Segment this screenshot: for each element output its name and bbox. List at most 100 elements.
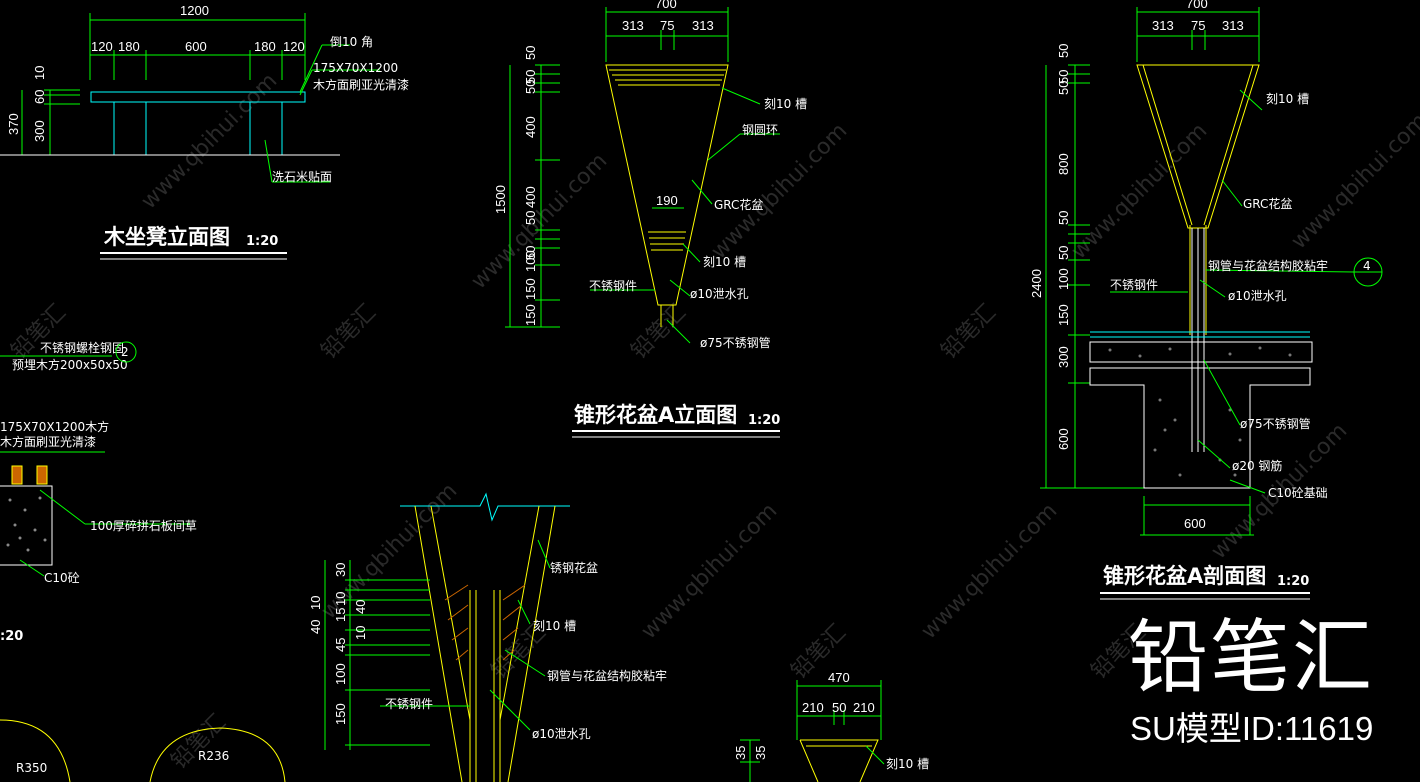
section-dim: 75 xyxy=(1191,18,1205,33)
detail-b-vdim: 40 xyxy=(308,620,323,634)
planter-a-outline xyxy=(605,64,729,327)
planter-a-vdim: 150 xyxy=(523,304,538,326)
left-note: C10砼 xyxy=(44,571,80,585)
section-vdim: 600 xyxy=(1056,428,1071,450)
bench-total-dim: 1200 xyxy=(180,3,209,18)
watermark: www.qbihui.com xyxy=(137,69,283,215)
detail-b: 30 10 15 40 40 45 100 150 10 10 锈钢花盆 刻10… xyxy=(308,492,667,782)
bench-dim-vertical: 300 xyxy=(32,120,47,142)
brand-logo: 铅笔汇 xyxy=(1128,611,1374,704)
planter-a-elevation: 700 313 75 313 50 50 50 400 400 50 50 10… xyxy=(493,0,807,438)
section-vdim: 50 xyxy=(1056,246,1071,260)
detail-b-note: 锈钢花盆 xyxy=(550,560,598,575)
watermark: www.qbihui.com xyxy=(637,499,783,645)
bench-dim: 180 xyxy=(118,39,140,54)
section-leaders xyxy=(1110,89,1355,494)
section-title: 锥形花盆A剖面图 xyxy=(1103,564,1266,588)
planter-a-title: 锥形花盆A立面图 xyxy=(574,403,737,427)
planter-a-top-dim: 700 xyxy=(655,0,677,11)
bench-dimensions xyxy=(21,13,306,156)
planter-a-overall: 1500 xyxy=(493,185,508,214)
left-scale: :20 xyxy=(0,629,23,644)
planter-a-vdim: 400 xyxy=(523,186,538,208)
radius-label: R350 xyxy=(16,761,47,775)
detail-c-note: 刻10 槽 xyxy=(886,757,929,771)
watermark-cn: 铅笔汇 xyxy=(317,300,381,364)
left-detail: 不锈钢螺栓钢固 预埋木方200x50x50 2 175X70X1200木方 木方… xyxy=(0,340,286,782)
detail-b-note: 钢管与花盆结构胶粘牢 xyxy=(547,668,667,683)
watermark: www.qbihui.com xyxy=(917,499,1063,645)
left-note: 100厚碎拼石板间草 xyxy=(90,518,197,533)
bench-note: 175X70X1200 xyxy=(313,61,398,75)
section-bottom-dim: 600 xyxy=(1184,516,1206,531)
detail-c-dim: 210 xyxy=(853,700,875,715)
section-dimensions xyxy=(1040,7,1260,536)
watermark: www.qbihui.com xyxy=(707,119,853,265)
planter-a-vdim: 100 xyxy=(523,250,538,272)
detail-c-dim: 50 xyxy=(832,700,846,715)
planter-a-dimensions xyxy=(505,7,729,328)
bench-seat-board xyxy=(90,91,306,103)
model-id: SU模型ID:11619 xyxy=(1130,710,1374,747)
planter-a-note: 刻10 槽 xyxy=(703,255,746,269)
detail-b-outline xyxy=(414,505,556,782)
detail-b-vdim: 40 xyxy=(353,600,368,614)
detail-c-top-dim: 470 xyxy=(828,670,850,685)
watermark: www.qbihui.com xyxy=(1287,109,1420,255)
planter-a-vdim: 50 xyxy=(523,246,538,260)
section-overall: 2400 xyxy=(1029,269,1044,298)
planter-a-note: ø75不锈钢管 xyxy=(700,335,771,350)
section-note: 刻10 槽 xyxy=(1266,92,1309,106)
planter-a-section: 700 313 75 313 50 50 50 800 50 50 100 15… xyxy=(1029,0,1383,600)
bench-dim-vertical: 10 xyxy=(32,66,47,80)
section-dim: 313 xyxy=(1152,18,1174,33)
section-callout: 4 xyxy=(1363,259,1371,273)
section-note: C10砼基础 xyxy=(1268,486,1328,500)
planter-a-dim: 313 xyxy=(692,18,714,33)
detail-c-dim: 210 xyxy=(802,700,824,715)
left-note: 木方面刷亚光清漆 xyxy=(0,434,96,449)
planter-a-note: 刻10 槽 xyxy=(764,97,807,111)
planter-a-note: 钢圆环 xyxy=(742,123,778,137)
section-vdim: 50 xyxy=(1056,44,1071,58)
detail-b-note: 刻10 槽 xyxy=(533,619,576,633)
gravel-fill xyxy=(6,496,47,552)
bench-dim: 120 xyxy=(91,39,113,54)
section-vdim: 50 xyxy=(1056,211,1071,225)
section-note: ø10泄水孔 xyxy=(1228,289,1287,303)
section-vdim: 50 xyxy=(1056,81,1071,95)
planter-a-leaders xyxy=(590,87,780,344)
bench-elevation: 1200 120 180 600 180 120 10 60 300 370 倒… xyxy=(0,3,409,260)
detail-c: 470 210 50 210 35 35 刻10 槽 xyxy=(733,670,929,782)
callout-number: 2 xyxy=(121,345,129,359)
planter-a-note: GRC花盆 xyxy=(714,197,763,212)
detail-b-leaders xyxy=(380,539,551,731)
detail-b-vdim: 150 xyxy=(333,703,348,725)
bench-note: 木方面刷亚光清漆 xyxy=(313,77,409,92)
planter-a-inner-dim: 190 xyxy=(656,193,678,208)
section-scale: 1:20 xyxy=(1277,574,1309,589)
planter-a-dim: 313 xyxy=(622,18,644,33)
planter-a-note: ø10泄水孔 xyxy=(690,287,749,301)
watermark: www.qbihui.com xyxy=(467,149,613,295)
section-vdim: 300 xyxy=(1056,346,1071,368)
section-note: 不锈钢件 xyxy=(1110,278,1158,292)
detail-b-dimensions xyxy=(324,560,430,750)
bench-dim: 180 xyxy=(254,39,276,54)
planter-a-scale: 1:20 xyxy=(748,413,780,428)
detail-c-vdim: 35 xyxy=(753,746,768,760)
planter-a-vdim: 150 xyxy=(523,278,538,300)
section-dim: 313 xyxy=(1222,18,1244,33)
planter-a-vdim: 50 xyxy=(523,70,538,84)
bench-leaders xyxy=(264,44,380,183)
planter-a-vdim: 400 xyxy=(523,116,538,138)
detail-b-vdim: 100 xyxy=(333,663,348,685)
watermark-cn: 铅笔汇 xyxy=(627,300,691,364)
detail-b-vdim: 15 xyxy=(333,608,348,622)
detail-b-note: ø10泄水孔 xyxy=(532,727,591,741)
detail-c-vdim: 35 xyxy=(733,746,748,760)
bench-note: 洗石米贴面 xyxy=(272,170,332,184)
bench-dim-overall: 370 xyxy=(6,113,21,135)
section-vdim: 800 xyxy=(1056,153,1071,175)
section-top-dim: 700 xyxy=(1186,0,1208,11)
